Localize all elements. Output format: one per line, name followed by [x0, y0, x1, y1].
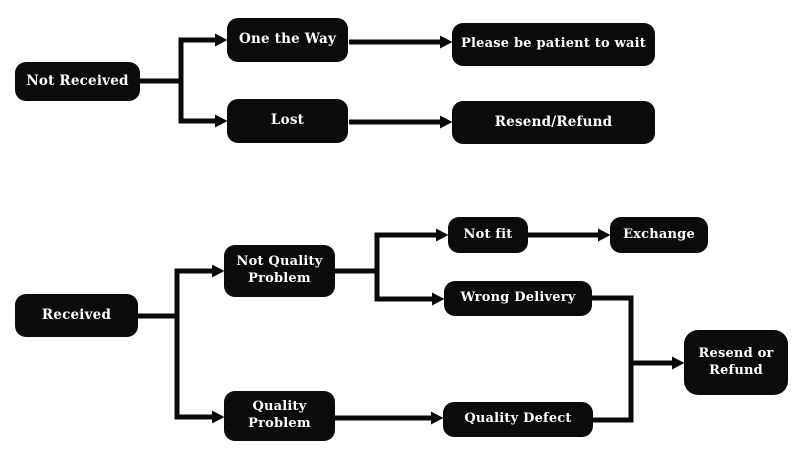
node-lost: Lost: [227, 99, 348, 143]
node-quality-defect: Quality Defect: [443, 402, 593, 437]
node-resend-refund: Resend/Refund: [452, 101, 655, 144]
node-label: Not fit: [463, 226, 513, 242]
node-one-the-way: One the Way: [227, 18, 348, 62]
node-label: Exchange: [623, 226, 695, 242]
node-label: Lost: [270, 112, 305, 129]
node-quality-problem: Quality Problem: [224, 391, 335, 441]
node-label: Wrong Delivery: [460, 290, 576, 306]
node-exchange: Exchange: [610, 217, 708, 253]
node-not-quality-problem: Not Quality Problem: [224, 245, 335, 297]
node-please-be-patient: Please be patient to wait: [452, 23, 655, 66]
node-wrong-delivery: Wrong Delivery: [444, 281, 592, 316]
node-resend-or-refund: Resend or Refund: [684, 330, 788, 395]
node-received: Received: [15, 294, 138, 337]
node-label: Received: [41, 306, 112, 323]
node-label: Not Quality Problem: [236, 254, 323, 286]
node-label: Not Received: [26, 72, 129, 89]
connector-not-quality-split: [332, 228, 449, 306]
node-label: Please be patient to wait: [461, 36, 646, 52]
connector-merge-to-resend-or-refund: [589, 295, 685, 423]
node-label: Quality Defect: [464, 411, 572, 427]
connector-received-split: [135, 264, 225, 424]
node-label: Resend or Refund: [698, 345, 774, 378]
node-not-received: Not Received: [15, 62, 140, 101]
node-label: One the Way: [239, 31, 336, 48]
node-label: Resend/Refund: [494, 113, 613, 130]
node-not-fit: Not fit: [448, 217, 528, 253]
connector-not-received-split: [137, 33, 228, 128]
node-label: Quality Problem: [248, 399, 311, 431]
